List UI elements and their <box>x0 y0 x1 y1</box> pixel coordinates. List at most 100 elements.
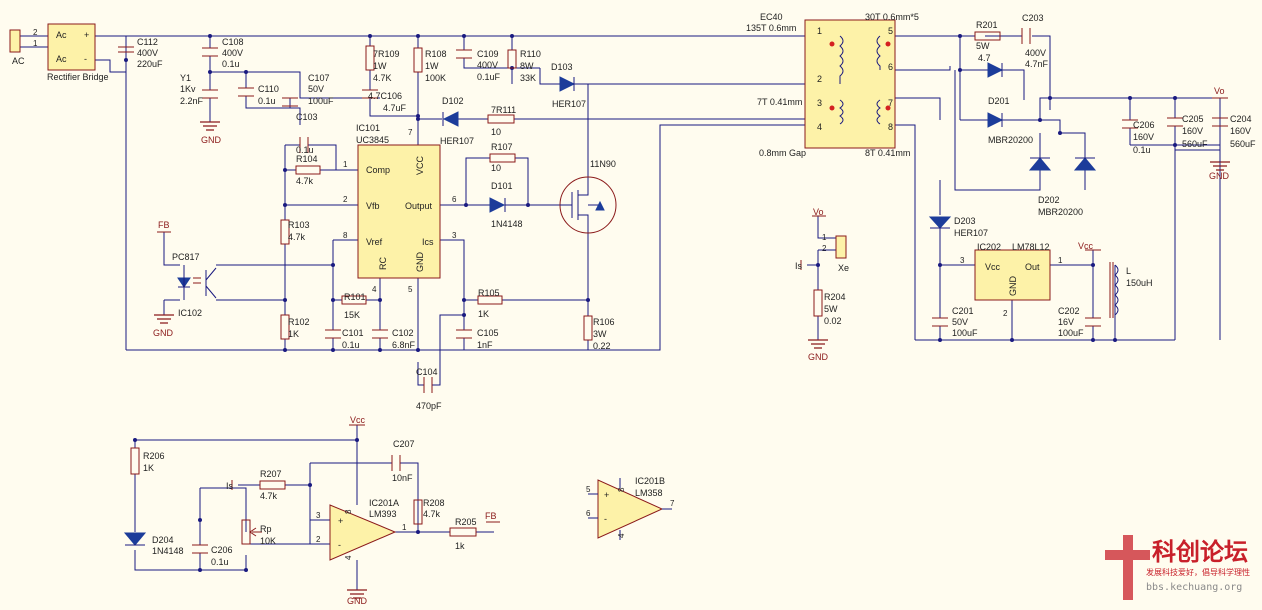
label-rect-name: Rectifier Bridge <box>47 72 109 82</box>
label-r110-val: 33K <box>520 73 536 83</box>
label-op-p2: 2 <box>316 535 321 544</box>
label-c101-val: 0.1u <box>342 340 360 350</box>
label-vcc2: Vcc <box>350 415 366 425</box>
label-fb2: FB <box>485 511 497 521</box>
label-opb-p4: 4 <box>617 533 626 538</box>
label-c103-val: 0.1u <box>296 145 314 155</box>
label-c112-ref: C112 <box>137 37 158 47</box>
label-xe: Xe <box>838 263 849 273</box>
label-gnd-y1: GND <box>201 135 222 145</box>
label-c106-val: 4.7uF <box>383 103 407 113</box>
inductor-l <box>1109 262 1119 340</box>
rectifier-bridge <box>47 23 96 71</box>
label-d102-ref: D102 <box>442 96 464 106</box>
label-r104-val: 4.7k <box>296 176 314 186</box>
label-rect-ac2: Ac <box>56 54 67 64</box>
label-ec40-sec: 30T 0.6mm*5 <box>865 12 919 22</box>
label-c203-ref: C203 <box>1022 13 1044 23</box>
label-c206b-val: 0.1u <box>211 557 229 567</box>
label-c107-ref: C107 <box>308 73 330 83</box>
label-r103-ref: R103 <box>288 220 310 230</box>
label-ic101-p4: 4 <box>372 285 377 294</box>
label-opb-minus: - <box>604 514 607 524</box>
label-c206-val: 0.1u <box>1133 145 1151 155</box>
label-rp-ref: Rp <box>260 524 272 534</box>
label-c204-v: 160V <box>1230 126 1251 136</box>
label-pc817: PC817 <box>172 252 200 262</box>
label-opb-p7: 7 <box>670 499 675 508</box>
label-r105-val: 1K <box>478 309 489 319</box>
label-y1-ref: Y1 <box>180 73 191 83</box>
label-c203-val: 4.7nF <box>1025 59 1049 69</box>
label-vcc1: Vcc <box>1078 241 1094 251</box>
label-r111-val: 10 <box>491 127 501 137</box>
label-r109-ref: 7R109 <box>373 49 400 59</box>
label-c103-ref: C103 <box>296 112 318 122</box>
label-gnd-opto: GND <box>153 328 174 338</box>
label-ic101-p2: 2 <box>343 195 348 204</box>
label-ic202-p3: 3 <box>960 256 965 265</box>
label-d101-ref: D101 <box>491 181 513 191</box>
label-gnd-xe: GND <box>808 352 829 362</box>
label-ic202-p1: 1 <box>1058 256 1063 265</box>
label-r204-p: 5W <box>824 304 838 314</box>
label-r108-p: 1W <box>425 61 439 71</box>
label-r101-val: 15K <box>344 310 360 320</box>
label-c106-ref: 4.7C106 <box>368 91 402 101</box>
label-ic202-val: LM78L12 <box>1012 242 1050 252</box>
label-ic202-gnd: GND <box>1008 276 1018 297</box>
label-d203-val: HER107 <box>954 228 988 238</box>
label-c105-val: 1nF <box>477 340 493 350</box>
label-d203-ref: D203 <box>954 216 976 226</box>
label-xe-p1: 1 <box>822 233 827 242</box>
label-r110-p: 8W <box>520 61 534 71</box>
label-ic202-p2: 2 <box>1003 309 1008 318</box>
label-r208-val: 4.7k <box>423 509 441 519</box>
ic101-uc3845 <box>357 144 441 279</box>
label-q-ref: 11N90 <box>590 159 616 169</box>
label-c112-val: 220uF <box>137 59 163 69</box>
label-ac: AC <box>12 56 25 66</box>
label-ic201b-ref: IC201B <box>635 476 665 486</box>
transformer-ec40 <box>804 19 896 149</box>
label-ic101-p3: 3 <box>452 231 457 240</box>
label-r101-ref: R101 <box>344 292 366 302</box>
label-r104-ref: R104 <box>296 154 318 164</box>
label-d102-val: HER107 <box>440 136 474 146</box>
label-c101-ref: C101 <box>342 328 364 338</box>
label-ic202-ref: IC202 <box>977 242 1001 252</box>
resistors <box>130 31 1001 545</box>
label-r109-val: 4.7K <box>373 73 392 83</box>
component-labels: AC 2 1 Ac Ac + - Rectifier Bridge C112 4… <box>12 12 1256 606</box>
label-c105-ref: C105 <box>477 328 499 338</box>
label-d101-val: 1N4148 <box>491 219 523 229</box>
label-ic101-p7: 7 <box>408 128 413 137</box>
label-c108-v: 400V <box>222 48 243 58</box>
label-c102-ref: C102 <box>392 328 414 338</box>
label-c201-ref: C201 <box>952 306 974 316</box>
label-op-p8: 8 <box>344 509 353 514</box>
label-r201-p: 5W <box>976 41 990 51</box>
label-c201-v: 50V <box>952 317 968 327</box>
ic201b-lm358 <box>588 478 672 540</box>
optocoupler-pc817 <box>177 265 217 300</box>
label-c104-ref: C104 <box>416 367 438 377</box>
label-c107-val: 100uF <box>308 96 334 106</box>
label-ic101-rc: RC <box>378 257 388 270</box>
label-ic202-out: Out <box>1025 262 1040 272</box>
label-c204-ref: C204 <box>1230 114 1252 124</box>
label-r102-val: 1K <box>288 329 299 339</box>
label-vo2: Vo <box>813 207 824 217</box>
label-r207-val: 4.7k <box>260 491 278 501</box>
label-d201-ref: D201 <box>988 96 1010 106</box>
label-ic101-vref: Vref <box>366 237 383 247</box>
label-opb-plus: + <box>604 490 609 500</box>
label-ic101-p5: 5 <box>408 285 413 294</box>
label-rect-pin2: 2 <box>33 28 38 37</box>
label-rect-plus: + <box>84 30 89 40</box>
label-ic101-p8: 8 <box>343 231 348 240</box>
label-c207-val: 10nF <box>392 473 413 483</box>
label-ic101-p1: 1 <box>343 160 348 169</box>
watermark-url: bbs.kechuang.org <box>1146 582 1242 593</box>
label-r206-val: 1K <box>143 463 154 473</box>
